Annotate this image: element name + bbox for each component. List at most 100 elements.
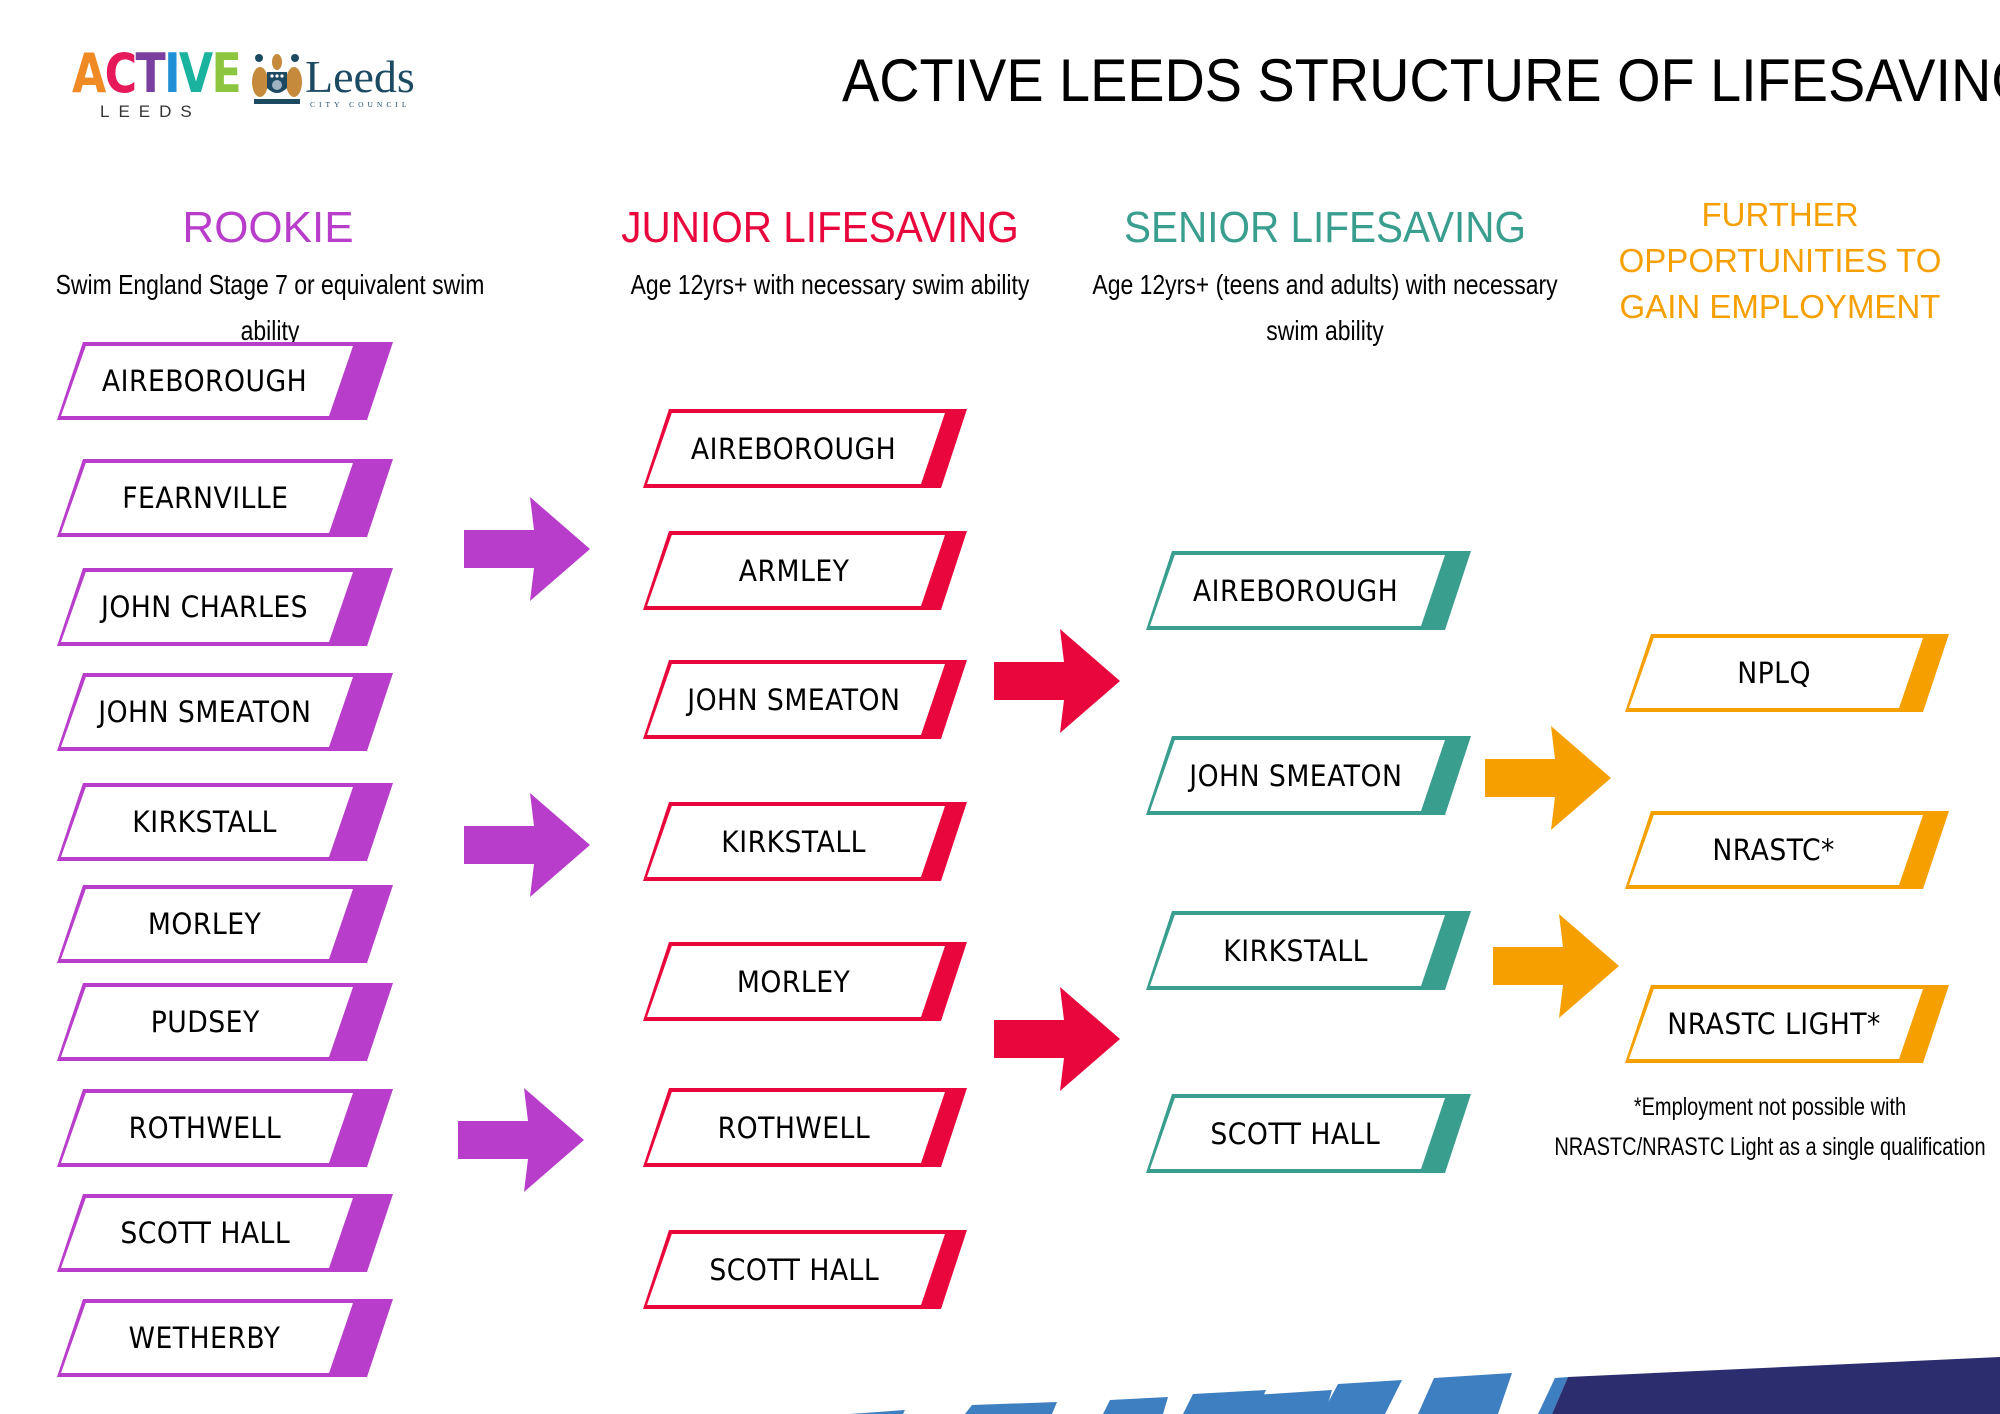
box-label: WETHERBY xyxy=(129,1321,281,1355)
leeds-logo-sub: CITY COUNCIL xyxy=(310,100,411,109)
box-shape xyxy=(643,942,967,1021)
junior-centre-box: KIRKSTALL xyxy=(643,802,967,881)
rookie-centre-box: SCOTT HALL xyxy=(57,1194,393,1272)
box-shape xyxy=(57,673,393,751)
further-heading-line1: FURTHER xyxy=(1701,196,1859,233)
box-label: ARMLEY xyxy=(738,553,850,588)
stripe-7 xyxy=(1418,1373,1512,1414)
stripe-3 xyxy=(1103,1397,1168,1414)
senior-heading: SENIOR LIFESAVING xyxy=(1124,203,1526,252)
box-shape xyxy=(1146,1094,1471,1173)
senior-centre-box: AIREBOROUGH xyxy=(1146,551,1471,630)
stripe-6 xyxy=(1322,1380,1402,1414)
senior-centre-box: JOHN SMEATON xyxy=(1146,736,1471,815)
junior-centre-box: SCOTT HALL xyxy=(643,1230,967,1309)
active-logo-letter: A xyxy=(72,42,106,105)
box-label: MORLEY xyxy=(737,964,851,999)
rookie-centre-box: ROTHWELL xyxy=(57,1089,393,1167)
box-shape xyxy=(643,409,967,488)
box-shape xyxy=(57,342,393,420)
box-label: KIRKSTALL xyxy=(132,805,278,839)
box-label: JOHN SMEATON xyxy=(687,682,901,717)
junior-centre-box: MORLEY xyxy=(643,942,967,1021)
box-shape xyxy=(1146,911,1471,990)
stripe-8 xyxy=(1538,1377,1568,1414)
box-label: MORLEY xyxy=(148,907,262,941)
junior-centre-box: AIREBOROUGH xyxy=(643,409,967,488)
active-logo-letter: I xyxy=(164,42,180,105)
box-label: NPLQ xyxy=(1737,656,1811,690)
senior-centre-box: SCOTT HALL xyxy=(1146,1094,1471,1173)
box-label: JOHN CHARLES xyxy=(101,590,309,624)
junior-centre-box: ARMLEY xyxy=(643,531,967,610)
stripe-2 xyxy=(965,1402,1057,1414)
box-label: SCOTT HALL xyxy=(120,1216,290,1250)
box-label: SCOTT HALL xyxy=(709,1252,879,1287)
box-shape xyxy=(57,1194,393,1272)
active-logo-sub: LEEDS xyxy=(100,102,201,121)
footnote-line1: *Employment not possible with xyxy=(1633,1093,1907,1121)
stripe-4 xyxy=(1183,1390,1266,1414)
leeds-logo-name: Leeds xyxy=(305,51,415,102)
box-label: SCOTT HALL xyxy=(1210,1116,1381,1151)
rookie-heading: ROOKIE xyxy=(182,203,354,252)
stripe-5 xyxy=(1246,1390,1332,1414)
junior-centre-box: JOHN SMEATON xyxy=(643,660,967,739)
box-label: JOHN SMEATON xyxy=(1188,758,1403,793)
junior-subheading: Age 12yrs+ with necessary swim ability xyxy=(630,269,1030,300)
box-shape xyxy=(57,459,393,537)
rookie-centre-box: WETHERBY xyxy=(57,1299,393,1377)
active-logo-letter: E xyxy=(211,42,242,105)
box-shape xyxy=(643,531,967,610)
box-shape xyxy=(57,885,393,963)
further-heading-line3: GAIN EMPLOYMENT xyxy=(1619,288,1941,325)
box-label: NRASTC LIGHT* xyxy=(1667,1007,1881,1041)
box-label: AIREBOROUGH xyxy=(691,431,897,466)
box-label: PUDSEY xyxy=(150,1005,260,1039)
rookie-centre-box: AIREBOROUGH xyxy=(57,342,393,420)
senior-subheading-line2: swim ability xyxy=(1266,315,1384,346)
box-shape xyxy=(1146,551,1471,630)
leeds-city-council-logo: Leeds CITY COUNCIL xyxy=(250,52,430,112)
arrow-right-icon xyxy=(994,629,1120,733)
box-label: NRASTC* xyxy=(1712,833,1836,867)
rookie-centre-box: FEARNVILLE xyxy=(57,459,393,537)
box-shape xyxy=(643,1088,967,1167)
active-leeds-logo: ACTIVE LEEDS xyxy=(72,42,242,126)
further-heading-line2: OPPORTUNITIES TO xyxy=(1618,242,1942,279)
box-shape xyxy=(1146,736,1471,815)
box-label: ROTHWELL xyxy=(128,1111,282,1145)
arrow-right-icon xyxy=(464,793,590,897)
box-shape xyxy=(57,783,393,861)
qualification-box: NRASTC LIGHT* xyxy=(1625,985,1949,1063)
box-label: AIREBOROUGH xyxy=(102,364,308,398)
active-logo-letter: T xyxy=(135,42,165,105)
box-label: KIRKSTALL xyxy=(721,824,867,859)
junior-centre-box: ROTHWELL xyxy=(643,1088,967,1167)
page-title: ACTIVE LEEDS STRUCTURE OF LIFESAVING xyxy=(842,47,2000,114)
active-logo-word: ACTIVE xyxy=(72,42,242,105)
box-label: KIRKSTALL xyxy=(1223,933,1368,968)
rookie-centre-box: JOHN CHARLES xyxy=(57,568,393,646)
arrow-right-icon xyxy=(458,1088,584,1192)
box-shape xyxy=(1625,985,1949,1063)
qualification-box: NPLQ xyxy=(1625,634,1949,712)
box-shape xyxy=(57,568,393,646)
box-shape xyxy=(643,1230,967,1309)
junior-heading: JUNIOR LIFESAVING xyxy=(621,203,1019,252)
rookie-centre-box: KIRKSTALL xyxy=(57,783,393,861)
box-shape xyxy=(643,660,967,739)
qualification-box: NRASTC* xyxy=(1625,811,1949,889)
arrow-right-icon xyxy=(1485,726,1611,830)
rookie-centre-box: PUDSEY xyxy=(57,983,393,1061)
active-logo-letter: C xyxy=(104,42,137,105)
arrow-right-icon xyxy=(1493,914,1619,1018)
leeds-crest-icon xyxy=(252,54,302,104)
footnote-line2: NRASTC/NRASTC Light as a single qualific… xyxy=(1554,1133,1986,1161)
rookie-centre-box: JOHN SMEATON xyxy=(57,673,393,751)
rookie-subheading: Swim England Stage 7 or equivalent swim … xyxy=(55,269,485,346)
box-label: ROTHWELL xyxy=(717,1110,871,1145)
senior-centre-box: KIRKSTALL xyxy=(1146,911,1471,990)
box-shape xyxy=(1625,811,1949,889)
box-label: AIREBOROUGH xyxy=(1192,573,1399,608)
